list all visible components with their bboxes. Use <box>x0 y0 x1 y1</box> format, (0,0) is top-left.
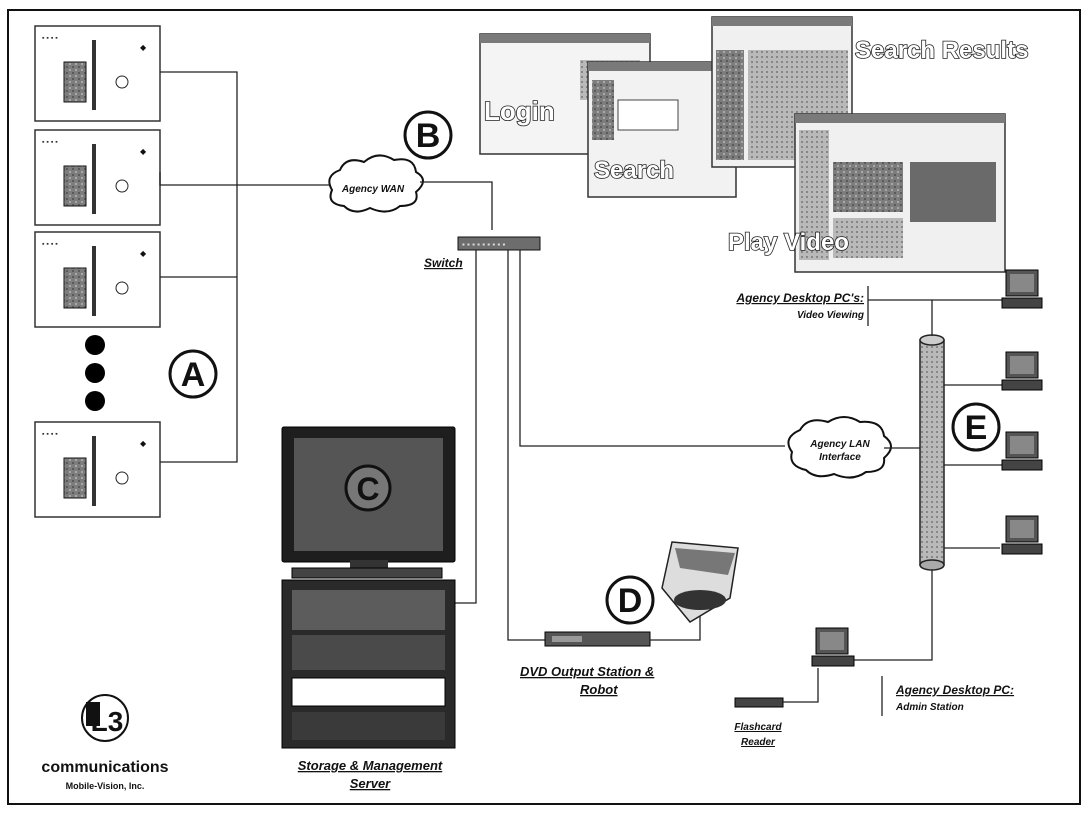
svg-text:▪ ▪ ▪ ▪: ▪ ▪ ▪ ▪ <box>42 431 58 438</box>
camera-unit: ▪ ▪ ▪ ▪ ◆ <box>35 26 160 121</box>
ellipsis-dot <box>85 363 105 383</box>
logo-subtitle: Mobile-Vision, Inc. <box>66 781 145 791</box>
flashcard-label-line2: Reader <box>741 737 776 748</box>
callout-a-letter: A <box>181 356 206 394</box>
switch-label: Switch <box>424 256 463 270</box>
agency-lan-label-line1: Agency LAN <box>809 439 870 450</box>
search-results-screen-title: Search Results <box>855 37 1028 64</box>
svg-text:◆: ◆ <box>140 249 147 258</box>
play-video-screen-title: Play Video <box>728 229 849 256</box>
callout-c-letter: C <box>356 471 379 507</box>
agency-lan-label-line2: Interface <box>819 452 861 463</box>
desktop-pcs-label: Agency Desktop PC's: <box>735 291 864 305</box>
l3-logo: L3 <box>82 695 128 741</box>
camera-unit: ▪ ▪ ▪ ▪ ◆ <box>35 232 160 327</box>
admin-pc-sublabel: Admin Station <box>895 702 964 713</box>
svg-text:▪ ▪ ▪ ▪ ▪ ▪ ▪ ▪ ▪: ▪ ▪ ▪ ▪ ▪ ▪ ▪ ▪ ▪ <box>462 240 505 249</box>
lan-backbone <box>920 335 944 570</box>
flashcard-link <box>783 668 818 702</box>
desktop-pc-icon <box>1002 270 1042 308</box>
search-screen-title: Search <box>594 157 674 184</box>
desktop-pc-icon <box>1002 516 1042 554</box>
admin-pc-icon <box>812 628 854 666</box>
callout-b-letter: B <box>416 117 441 155</box>
ellipsis-dot <box>85 335 105 355</box>
desktop-pc-icon <box>1002 352 1042 390</box>
flashcard-label-line1: Flashcard <box>734 722 782 733</box>
ellipsis-dot <box>85 391 105 411</box>
wan-to-switch-link <box>420 182 492 230</box>
desktop-pcs-sublabel: Video Viewing <box>797 310 864 321</box>
agency-wan-label: Agency WAN <box>341 184 405 195</box>
flashcard-reader-icon <box>735 698 783 707</box>
dvd-label-line2: Robot <box>580 682 618 697</box>
callout-d-letter: D <box>618 582 643 620</box>
svg-text:◆: ◆ <box>140 439 147 448</box>
svg-text:▪ ▪ ▪ ▪: ▪ ▪ ▪ ▪ <box>42 241 58 248</box>
admin-pc-label: Agency Desktop PC: <box>895 683 1014 697</box>
camera-unit: ▪ ▪ ▪ ▪ ◆ <box>35 130 160 225</box>
login-screen-title: Login <box>484 96 555 126</box>
storage-label-line1: Storage & Management <box>298 758 443 773</box>
callout-e-letter: E <box>965 409 988 447</box>
camera-bus-wiring <box>160 72 330 462</box>
svg-text:▪ ▪ ▪ ▪: ▪ ▪ ▪ ▪ <box>42 139 58 146</box>
svg-text:▪ ▪ ▪ ▪: ▪ ▪ ▪ ▪ <box>42 35 58 42</box>
dvd-label-line1: DVD Output Station & <box>520 664 654 679</box>
svg-text:◆: ◆ <box>140 43 147 52</box>
desktop-pc-icon <box>1002 432 1042 470</box>
svg-text:L3: L3 <box>91 706 124 737</box>
camera-unit: ▪ ▪ ▪ ▪ ◆ <box>35 422 160 517</box>
storage-label-line2: Server <box>350 776 391 791</box>
logo-wordmark: communications <box>41 759 168 776</box>
svg-text:◆: ◆ <box>140 147 147 156</box>
